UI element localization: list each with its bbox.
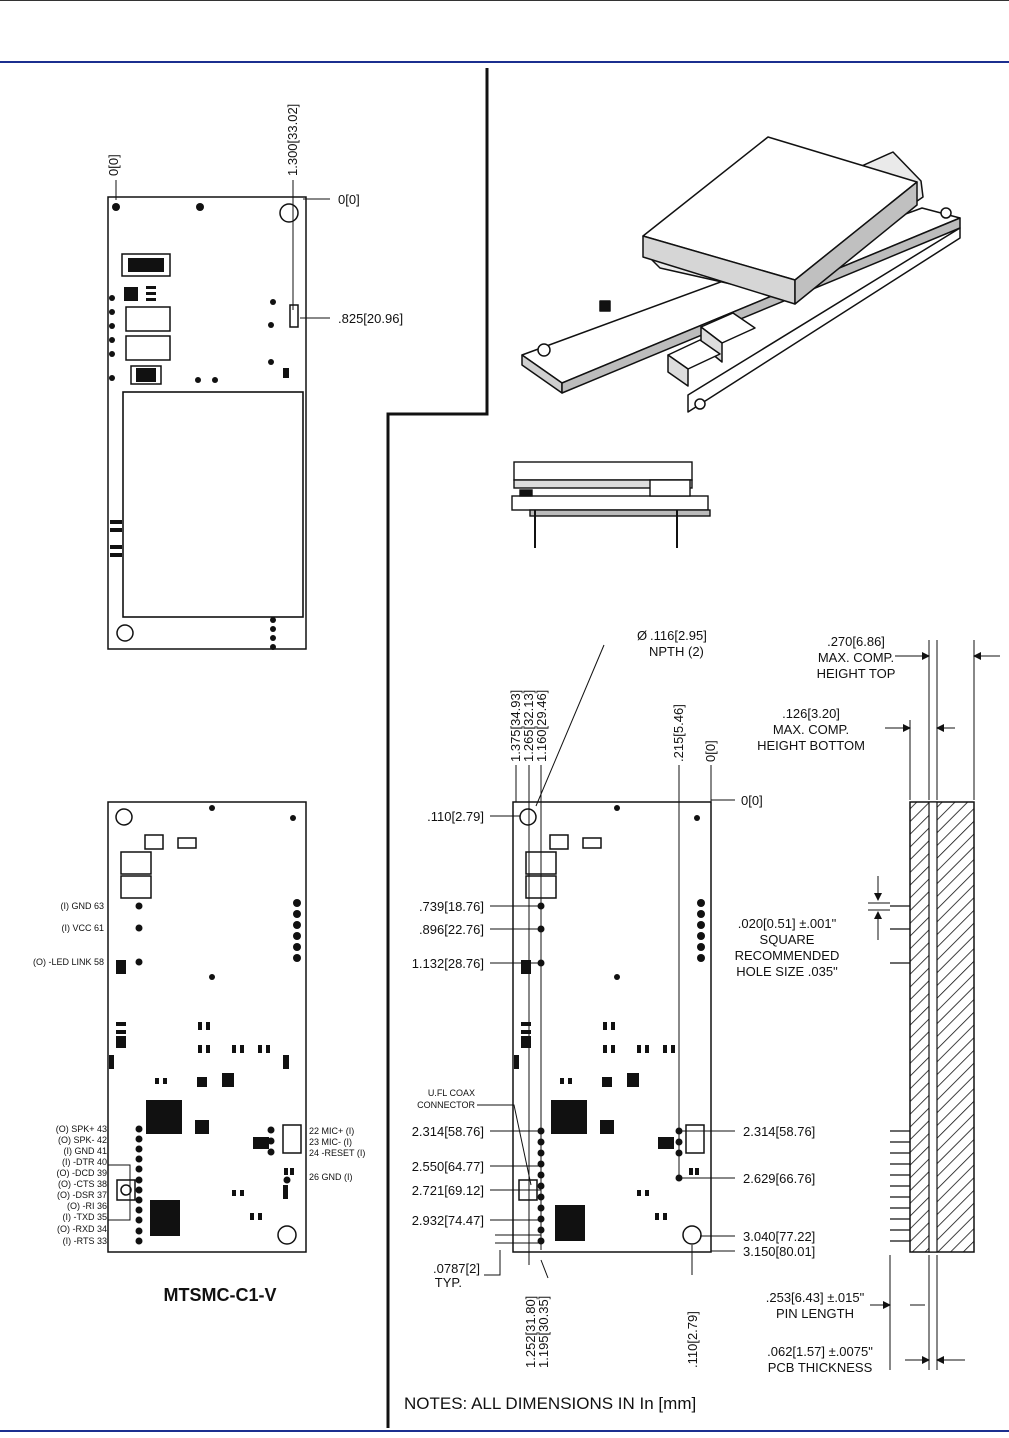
- pin-label: 23 MIC- (I): [309, 1137, 352, 1147]
- dim-bottom: 1.195[30.35]: [536, 1296, 551, 1368]
- dim-1375: 1.375[34.93]: [508, 690, 523, 762]
- panel-divider: [386, 68, 489, 1428]
- pin-label: (I) GND 63: [60, 901, 104, 911]
- side-section: [890, 801, 975, 1253]
- pin-label: (O) -RXD 34: [57, 1224, 107, 1234]
- header-blue-rule: [0, 61, 1009, 63]
- pin-label: (I) -DTR 40: [62, 1157, 107, 1167]
- pin-label: 26 GND (I): [309, 1172, 353, 1182]
- dim-right: 3.150[80.01]: [743, 1244, 815, 1259]
- bottom-height: HEIGHT BOTTOM: [757, 738, 865, 753]
- pin-label: (I) -TXD 35: [62, 1212, 107, 1222]
- typ-dim: .0787[2]: [433, 1261, 480, 1276]
- top-y-origin: 0[0]: [338, 192, 360, 207]
- bottom-view-board: [107, 801, 307, 1253]
- hole-npth: NPTH (2): [649, 644, 704, 659]
- pin-label: (I) VCC 61: [61, 923, 104, 933]
- top-y-825: .825[20.96]: [338, 311, 403, 326]
- coax-label: U.FL COAX: [428, 1088, 475, 1098]
- dim-left: 2.932[74.47]: [412, 1213, 484, 1228]
- top-x-origin: 0[0]: [106, 154, 121, 176]
- pcb-thickness: .062[1.57] ±.0075": [767, 1344, 873, 1359]
- typ-label: TYP.: [435, 1275, 462, 1290]
- pin-label: 24 -RESET (I): [309, 1148, 365, 1158]
- pin-label: (I) -RTS 33: [63, 1236, 107, 1246]
- dim-1160: 1.160[29.46]: [534, 690, 549, 762]
- footer-blue-rule: [0, 1430, 1009, 1432]
- dim-origin: 0[0]: [741, 793, 763, 808]
- top-view-board: [107, 196, 307, 650]
- square-label: HOLE SIZE .035": [736, 964, 838, 979]
- bottom-height: MAX. COMP.: [773, 722, 849, 737]
- isometric-module: [521, 136, 961, 413]
- bottom-view-left-pins-top: (I) GND 63 (I) VCC 61 (O) -LED LINK 58: [33, 901, 104, 967]
- square-label: RECOMMENDED: [735, 948, 840, 963]
- dim-right: 2.314[58.76]: [743, 1124, 815, 1139]
- pin-label: (O) -DCD 39: [56, 1168, 107, 1178]
- dim-0: 0[0]: [703, 740, 718, 762]
- dim-left: .896[22.76]: [419, 922, 484, 937]
- top-height: MAX. COMP.: [818, 650, 894, 665]
- top-height: .270[6.86]: [827, 634, 885, 649]
- top-x-hole: 1.300[33.02]: [285, 104, 300, 176]
- notes: NOTES: ALL DIMENSIONS IN In [mm]: [404, 1394, 696, 1413]
- dim-left: 1.132[28.76]: [412, 956, 484, 971]
- pin-label: (O) -LED LINK 58: [33, 957, 104, 967]
- dim-bottom: 1.252[31.80]: [523, 1296, 538, 1368]
- dim-bottom: .110[2.79]: [685, 1311, 700, 1368]
- pin-label: 22 MIC+ (I): [309, 1126, 354, 1136]
- pin-label: (O) -DSR 37: [57, 1190, 107, 1200]
- dim-right: 2.629[66.76]: [743, 1171, 815, 1186]
- dim-left: 2.314[58.76]: [412, 1124, 484, 1139]
- top-height: HEIGHT TOP: [817, 666, 896, 681]
- bottom-view-right-pins: 22 MIC+ (I) 23 MIC- (I) 24 -RESET (I) 26…: [309, 1126, 365, 1182]
- square-label: .020[0.51] ±.001": [738, 916, 837, 931]
- dim-left: 2.550[64.77]: [412, 1159, 484, 1174]
- dim-left: 2.721[69.12]: [412, 1183, 484, 1198]
- pin-label: (O) -RI 36: [67, 1201, 107, 1211]
- header-rule: [0, 0, 1009, 1]
- pcb-thickness: PCB THICKNESS: [768, 1360, 873, 1375]
- side-view-module: [511, 461, 711, 548]
- dim-right: 3.040[77.22]: [743, 1229, 815, 1244]
- dim-left: .110[2.79]: [427, 809, 484, 824]
- dim-1265: 1.265[32.13]: [521, 690, 536, 762]
- bottom-height: .126[3.20]: [782, 706, 840, 721]
- dim-left: .739[18.76]: [419, 899, 484, 914]
- pin-length: .253[6.43] ±.015": [766, 1290, 865, 1305]
- pin-label: (O) SPK- 42: [58, 1135, 107, 1145]
- pin-label: (I) GND 41: [63, 1146, 107, 1156]
- hole-diameter: .116[2.95]: [650, 628, 707, 643]
- diameter-symbol: Ø: [637, 628, 647, 643]
- pin-label: (O) -CTS 38: [58, 1179, 107, 1189]
- model-title: MTSMC-C1-V: [164, 1285, 277, 1305]
- square-label: SQUARE: [760, 932, 815, 947]
- pin-length: PIN LENGTH: [776, 1306, 854, 1321]
- dim-215: .215[5.46]: [671, 704, 686, 762]
- pin-label: (O) SPK+ 43: [56, 1124, 107, 1134]
- coax-label: CONNECTOR: [417, 1100, 475, 1110]
- bottom-view-left-pins-bottom: (O) SPK+ 43 (O) SPK- 42 (I) GND 41 (I) -…: [56, 1124, 107, 1246]
